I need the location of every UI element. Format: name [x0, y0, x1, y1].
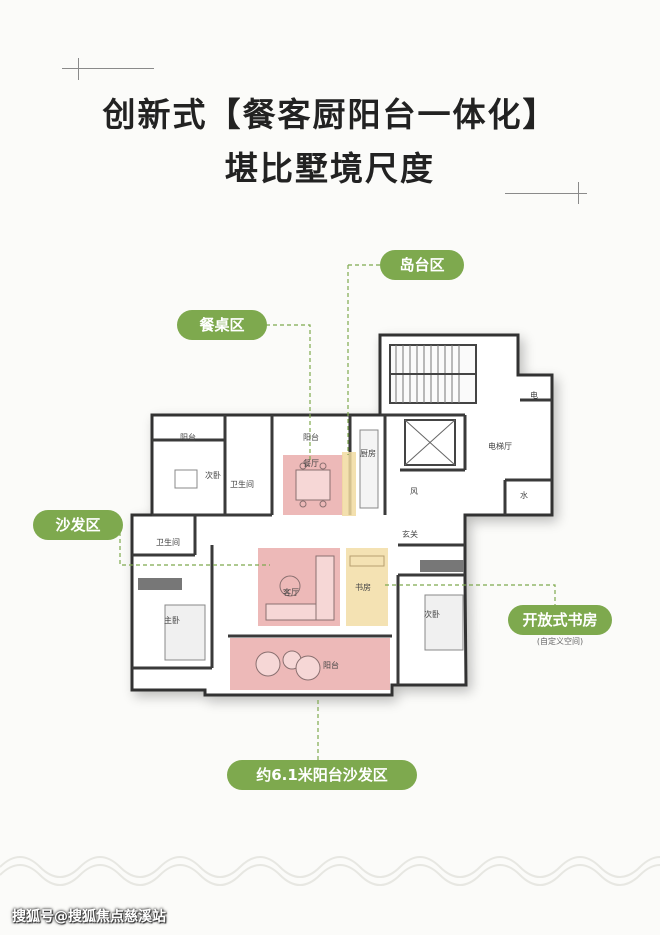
- room-label-electric: 电: [530, 390, 538, 400]
- room-label-living-room: 客厅: [283, 587, 299, 597]
- room-label-master-bedroom: 主卧: [164, 615, 180, 625]
- callout-balcony: 约6.1米阳台沙发区: [227, 760, 417, 790]
- decor-line-right-h: [505, 193, 587, 194]
- room-label-elevator-hall: 电梯厅: [488, 441, 512, 451]
- decor-line-top-v: [78, 58, 79, 80]
- room-label-entrance: 玄关: [402, 529, 418, 539]
- decor-line-top-h: [62, 68, 154, 69]
- room-label-wind: 风: [410, 487, 418, 496]
- callout-leaders: [119, 264, 556, 760]
- room-label-second-bedroom-right: 次卧: [424, 609, 440, 619]
- callout-island: 岛台区: [380, 250, 464, 280]
- island-zone-highlight: [342, 452, 356, 516]
- callout-sofa: 沙发区: [33, 510, 123, 540]
- headline-line-2: 堪比墅境尺度: [225, 149, 435, 188]
- room-label-kitchen: 厨房: [360, 448, 376, 458]
- wardrobe-master: [138, 578, 182, 590]
- callout-study: 开放式书房: [508, 605, 612, 635]
- callout-study-note: (自定义空间): [536, 637, 584, 646]
- footer-pattern: [0, 856, 660, 886]
- room-label-water: 水: [520, 490, 528, 500]
- study-zone-highlight: [346, 548, 388, 626]
- elevator-shaft: [404, 419, 456, 466]
- room-label-dining-room: 餐厅: [303, 459, 319, 468]
- room-label-study-room: 书房: [355, 582, 371, 592]
- room-label-second-bedroom-left: 次卧: [205, 470, 221, 480]
- stairwell: [389, 344, 477, 404]
- callout-dining: 餐桌区: [177, 310, 267, 340]
- room-label-balcony-left: 阳台: [180, 432, 196, 442]
- interior-walls: [132, 398, 552, 685]
- watermark: 搜狐号@搜狐焦点慈溪站: [12, 909, 166, 925]
- headline-line-1: 创新式【餐客厨阳台一体化】: [102, 95, 558, 134]
- room-label-bathroom-upper: 卫生间: [230, 479, 254, 489]
- wardrobe-second: [420, 560, 464, 572]
- room-label-balcony-mid: 阳台: [303, 432, 319, 442]
- decor-line-right-v: [578, 182, 579, 204]
- furniture: [164, 429, 464, 681]
- room-label-south-balcony: 阳台: [323, 660, 339, 670]
- room-label-bathroom-lower: 卫生间: [156, 537, 180, 547]
